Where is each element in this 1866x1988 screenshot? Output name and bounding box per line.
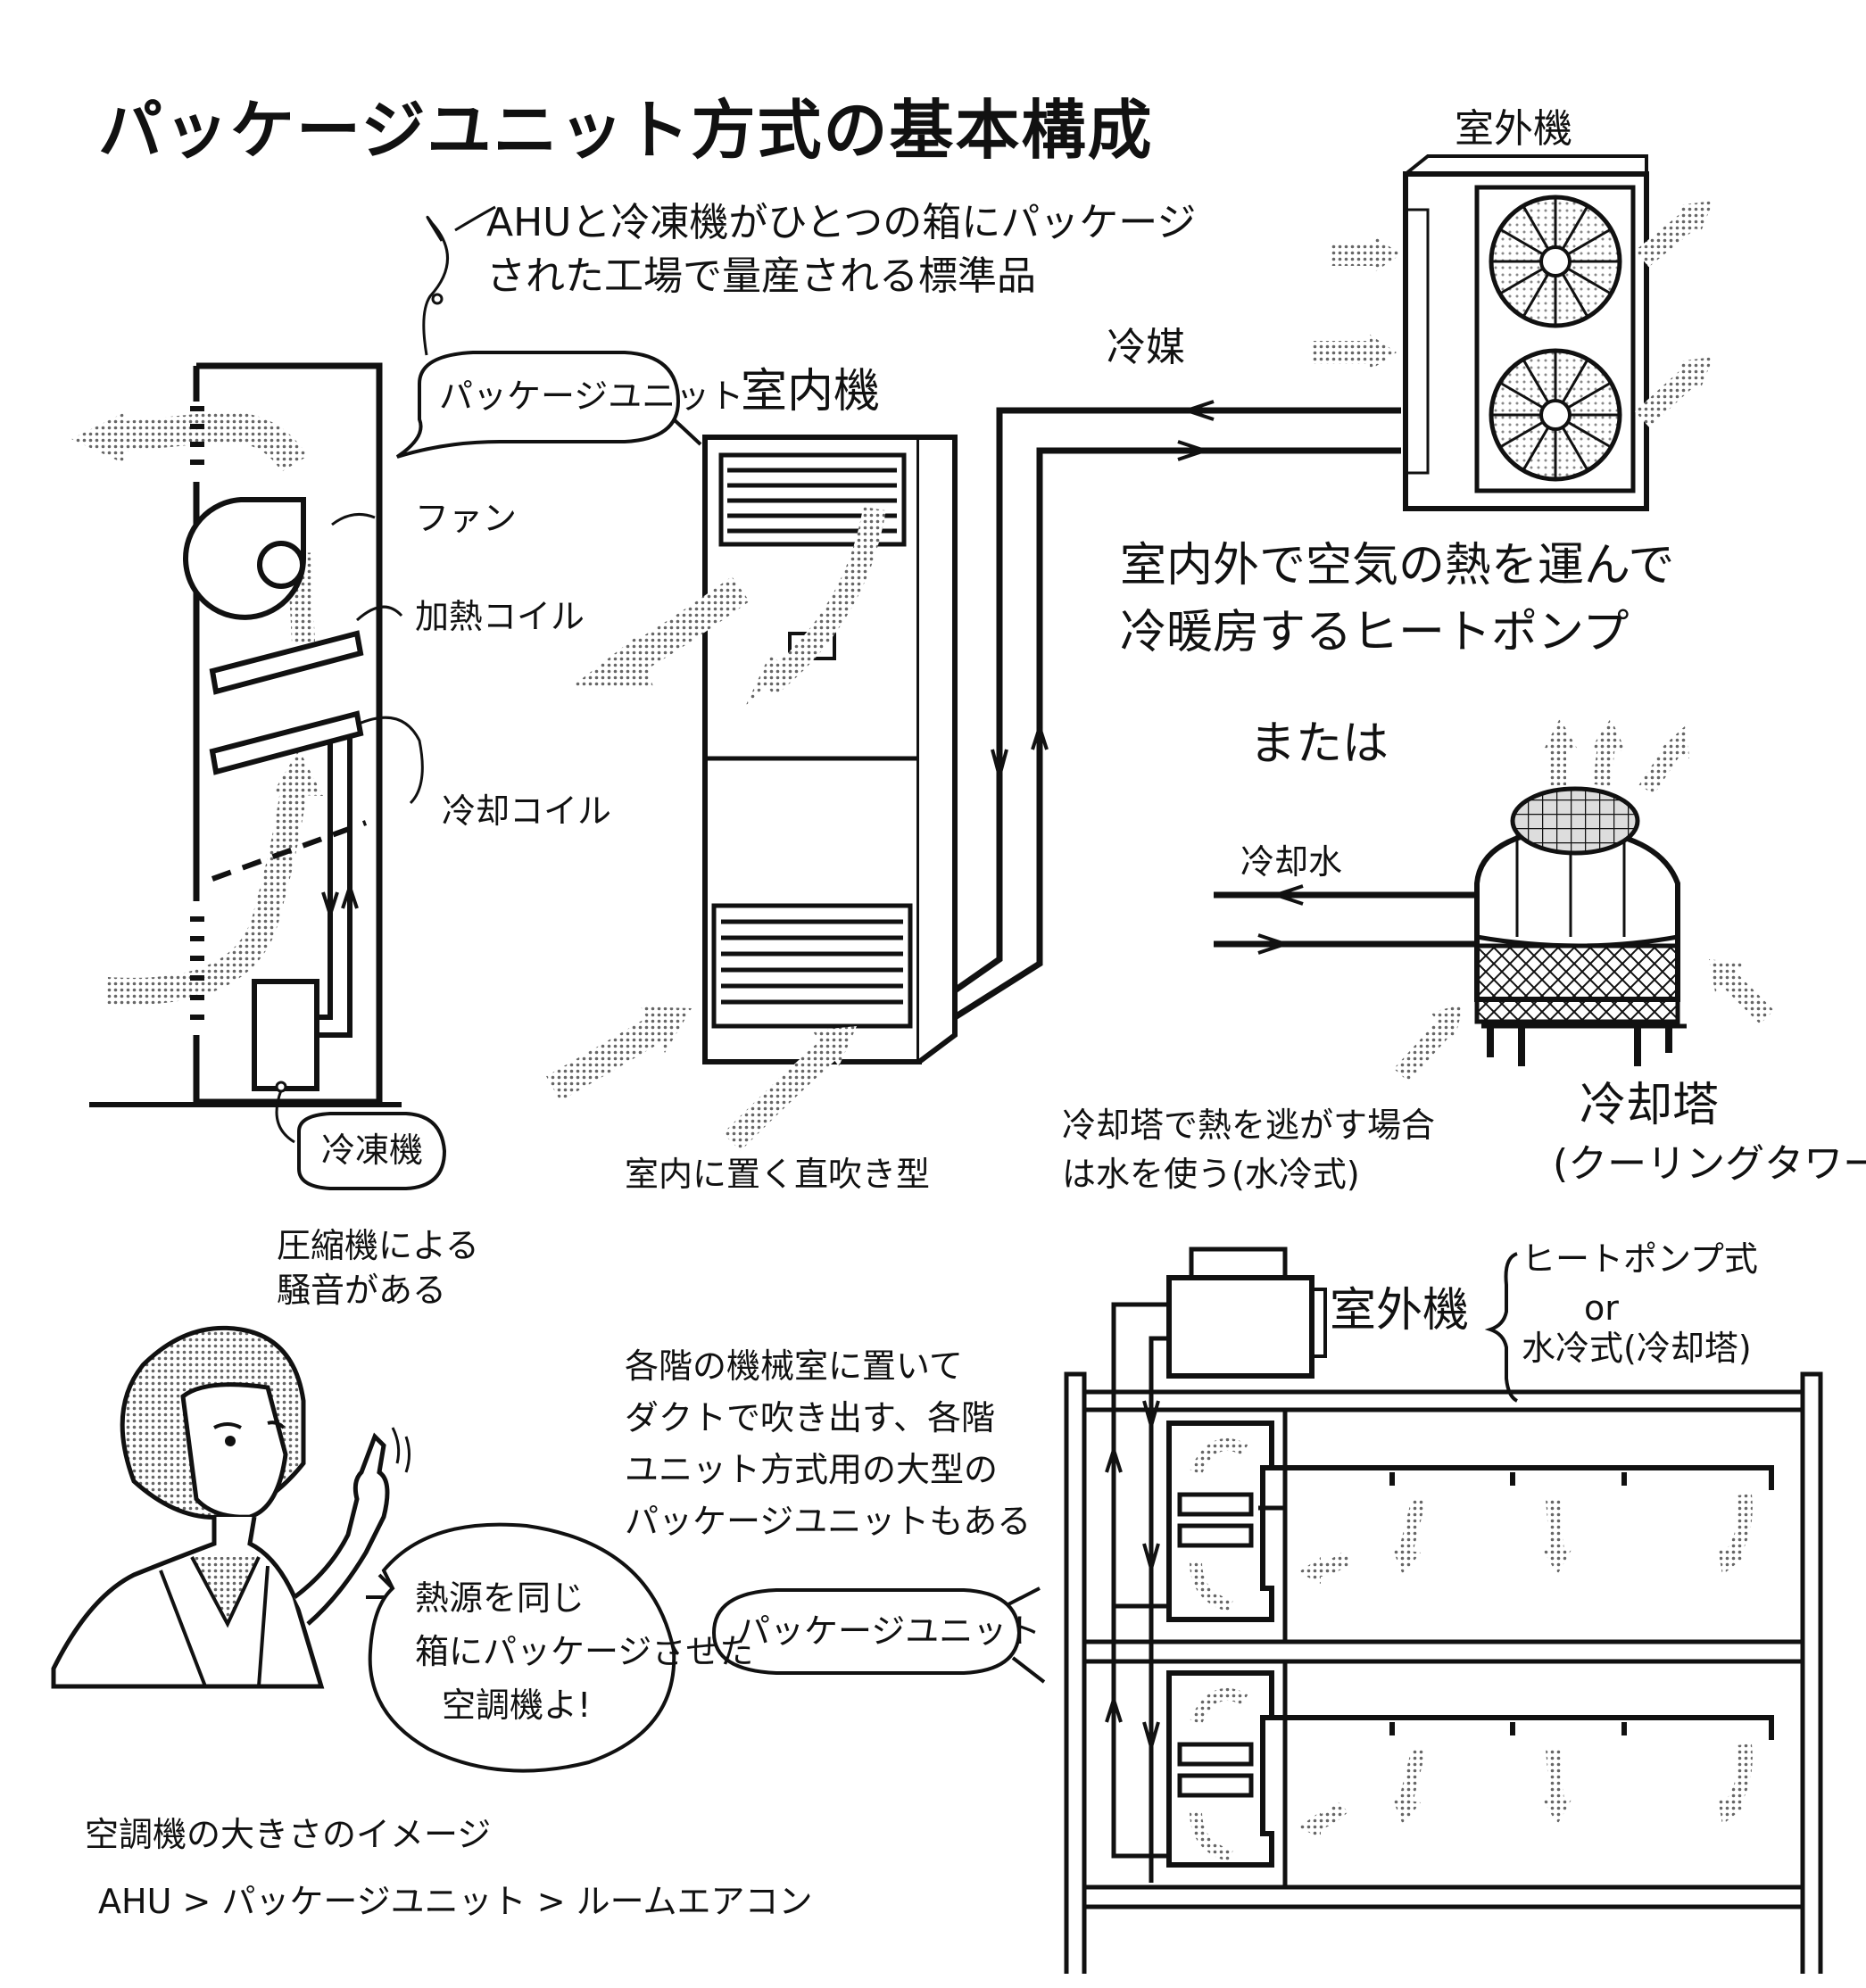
size-comparison: AHU > パッケージユニット > ルームエアコン (98, 1882, 813, 1921)
building-option-water-cooled: 水冷式(冷却塔) (1522, 1329, 1752, 1368)
fan-label: ファン (415, 499, 518, 538)
fan-lower-icon (1489, 348, 1622, 482)
outdoor-unit (1312, 154, 1713, 511)
building-note-line4: パッケージユニットもある (625, 1502, 1032, 1541)
indoor-unit-caption: 室内に置く直吹き型 (625, 1155, 931, 1194)
building-bubble-shape (711, 1588, 1022, 1675)
intake-air-arrow (106, 783, 308, 1005)
refrigerator-box (252, 979, 319, 1091)
speech-line2: 箱にパッケージさせた (415, 1632, 754, 1671)
character-illustration (51, 1325, 676, 1773)
cooling-tower-sub: (クーリングタワー) (1553, 1141, 1866, 1187)
cooling-tower (1214, 718, 1774, 1082)
speech-line3: 空調機よ! (442, 1686, 592, 1725)
building-bubble-label: パッケージユニット (736, 1611, 1041, 1651)
package-unit-bubble-shape (395, 351, 681, 459)
heating-coil (209, 630, 364, 695)
heat-pump-note-line1: 室内外で空気の熱を運んで (1120, 539, 1675, 592)
cooling-tower-note-line1: 冷却塔で熱を逃がす場合 (1062, 1106, 1436, 1145)
left-package-unit (71, 205, 702, 1190)
or-label: または (1249, 717, 1389, 771)
refrigerant-label: 冷媒 (1107, 325, 1185, 370)
building-note-line2: ダクトで吹き出す、各階 (625, 1398, 995, 1437)
outdoor-unit-label: 室外機 (1455, 106, 1572, 152)
refrigerant-pipes (952, 400, 1401, 1020)
cooling-tower-note-line2: は水を使う(水冷式) (1062, 1155, 1360, 1194)
speech-bubble-shape (368, 1522, 676, 1773)
heating-coil-label: 加熱コイル (415, 597, 585, 636)
cooling-water-label: 冷却水 (1240, 842, 1343, 882)
refrigerator-bubble-shape (297, 1112, 447, 1190)
building-note-line3: ユニット方式用の大型の (625, 1450, 999, 1489)
heat-pump-note-line2: 冷暖房するヒートポンプ (1120, 606, 1630, 659)
header-note-line1: AHUと冷凍機がひとつの箱にパッケージ (486, 200, 1197, 245)
cooling-coil-label: 冷却コイル (442, 791, 612, 831)
size-image-label: 空調機の大きさのイメージ (85, 1815, 492, 1854)
building-option-or: or (1584, 1288, 1619, 1328)
compressor-note-line2: 騒音がある (277, 1271, 447, 1310)
refrigerator-bubble-label: 冷凍機 (321, 1131, 424, 1170)
package-unit-bubble-label: パッケージユニット (439, 377, 744, 416)
floor-unit-upper (1166, 1421, 1774, 1622)
fan-icon (183, 497, 306, 620)
cooling-tower-label: 冷却塔 (1580, 1079, 1720, 1132)
compressor-note-line1: 圧縮機による (277, 1226, 479, 1265)
building-section (711, 1247, 1823, 1974)
indoor-unit-label: 室内機 (741, 365, 881, 418)
page-title: パッケージユニット方式の基本構成 (98, 93, 1154, 168)
exhaust-air-arrow (114, 411, 308, 473)
building-option-heat-pump: ヒートポンプ式 (1522, 1239, 1758, 1279)
cooling-coil (209, 710, 364, 775)
fan-upper-icon (1489, 195, 1622, 328)
filter-line (211, 820, 368, 882)
building-note-line1: 各階の機械室に置いて (625, 1346, 963, 1386)
header-note-line2: された工場で量産される標準品 (486, 253, 1036, 299)
building-outdoor-unit-label: 室外機 (1330, 1284, 1470, 1338)
speech-line1: 熱源を同じ (415, 1578, 585, 1618)
indoor-unit (546, 435, 958, 1151)
floor-unit-lower (1166, 1670, 1774, 1868)
